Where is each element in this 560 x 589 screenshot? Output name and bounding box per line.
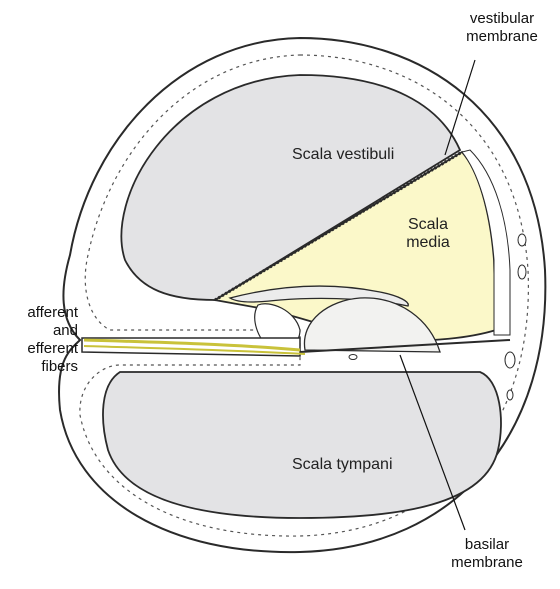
scala-tympani-chamber bbox=[103, 372, 501, 518]
scala-vestibuli-label: Scala vestibuli bbox=[292, 146, 394, 164]
basilar-membrane-label-line1: basilar bbox=[432, 536, 542, 554]
scala-media-label: Scala media bbox=[398, 216, 458, 252]
vessel-hole bbox=[349, 355, 357, 360]
vessel-hole bbox=[518, 265, 526, 279]
vessel-hole bbox=[518, 234, 526, 246]
fibers-label: afferent and efferent fibers bbox=[0, 304, 78, 376]
scala-tympani-label: Scala tympani bbox=[292, 456, 393, 474]
vessel-hole bbox=[507, 390, 513, 400]
vessel-hole bbox=[505, 352, 515, 368]
scala-media-label-line1: Scala bbox=[398, 216, 458, 234]
scala-media-label-line2: media bbox=[398, 234, 458, 252]
fibers-label-line2: and bbox=[0, 322, 78, 340]
fibers-label-line1: afferent bbox=[0, 304, 78, 322]
basilar-membrane-label: basilar membrane bbox=[432, 536, 542, 572]
vestibular-membrane-label: vestibular membrane bbox=[452, 10, 552, 46]
fibers-label-line3: efferent bbox=[0, 340, 78, 358]
vestibular-membrane-label-line2: membrane bbox=[452, 28, 552, 46]
vestibular-membrane-label-line1: vestibular bbox=[452, 10, 552, 28]
fibers-label-line4: fibers bbox=[0, 358, 78, 376]
basilar-membrane-label-line2: membrane bbox=[432, 554, 542, 572]
